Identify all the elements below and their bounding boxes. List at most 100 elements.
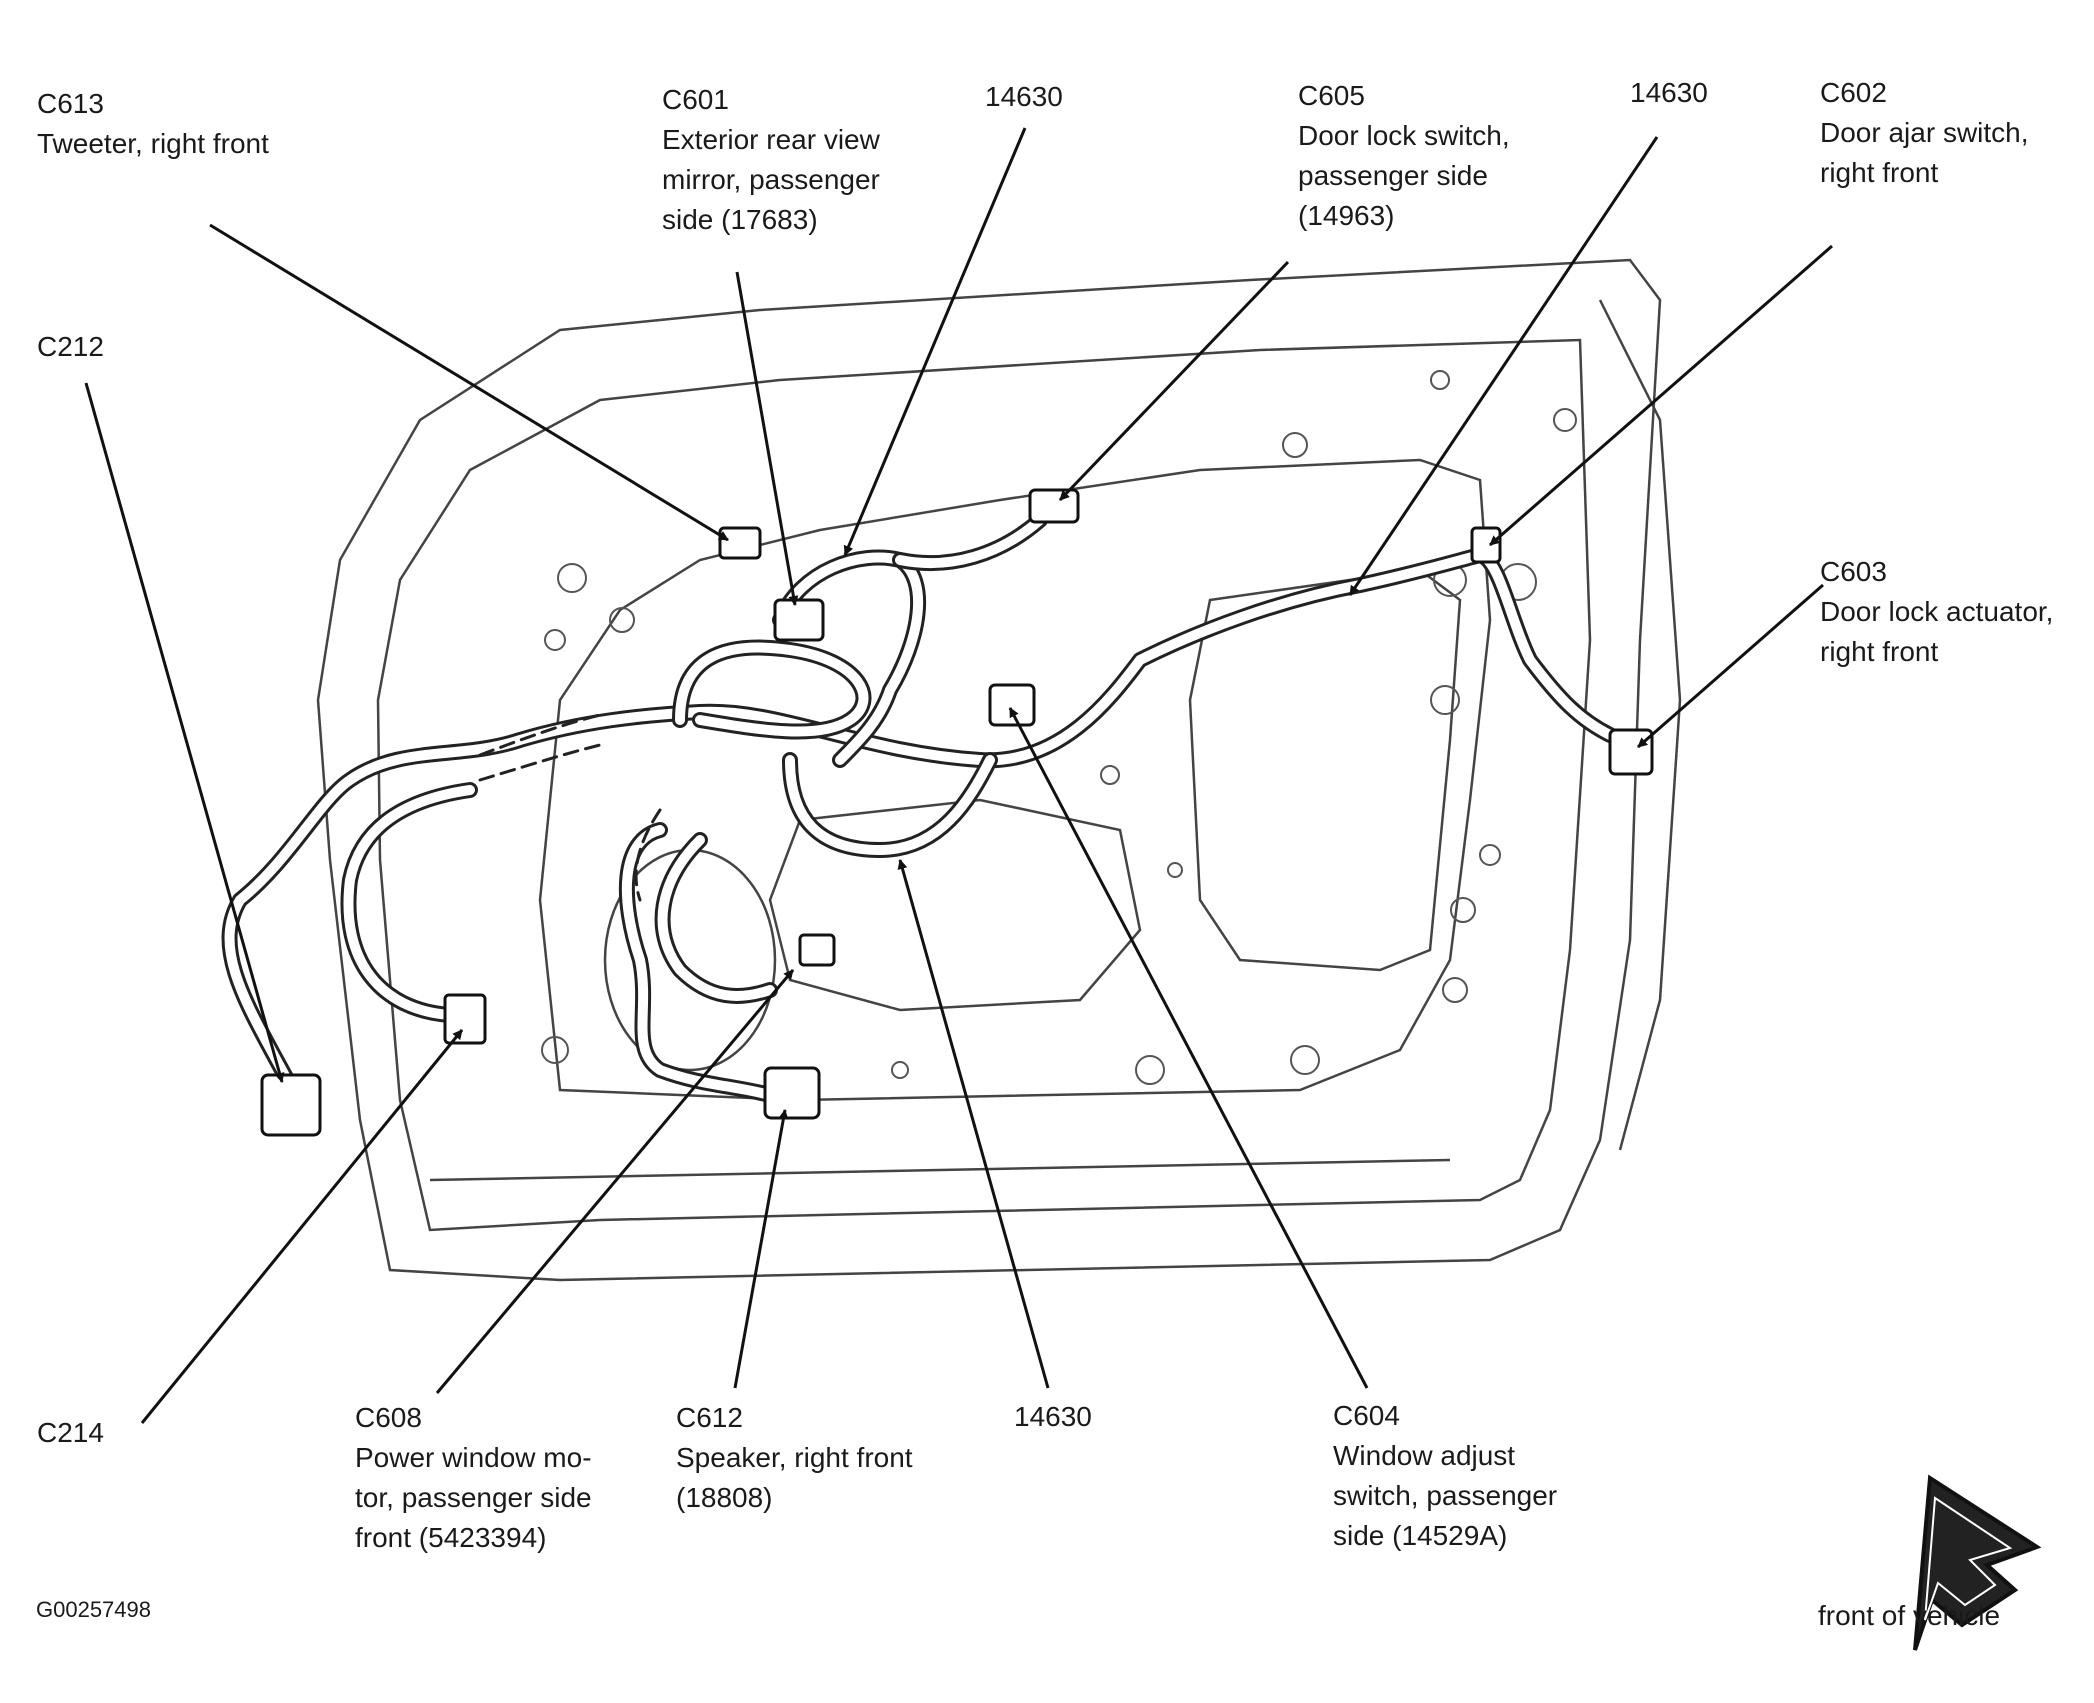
harness-upper-loop-core [775,552,924,765]
callout-h3: 14630 [1014,1397,1092,1437]
callout-text: side (17683) [662,204,818,235]
harness-c605-branch-core [895,515,1045,568]
callout-code: 14630 [1630,77,1708,108]
leader-c605 [1058,260,1290,502]
callout-code: C601 [662,84,729,115]
callout-text: Door lock switch, [1298,120,1510,151]
leader-c212 [84,382,285,1083]
connector-c613 [718,526,762,560]
callout-code: C613 [37,88,104,119]
leader-h3 [897,859,1050,1389]
connector-c612 [763,1066,821,1120]
callout-code: C612 [676,1402,743,1433]
hole [1282,432,1308,458]
hole [1479,844,1501,866]
connector-c603 [1608,728,1654,776]
harness-lower-loop-core [785,755,995,855]
callout-text: mirror, passenger [662,164,880,195]
hole [1430,370,1450,390]
callout-text: passenger side [1298,160,1488,191]
leader-c608 [435,969,795,1394]
callout-text: (18808) [676,1482,773,1513]
connector-c601 [773,598,825,642]
callout-code: 14630 [1014,1401,1092,1432]
front-of-vehicle-arrow-icon [1913,1474,2042,1651]
leader-c601 [735,271,799,606]
leader-c603 [1637,583,1824,749]
harness-speaker-branch-core [621,825,775,1100]
callout-text: Speaker, right front [676,1442,913,1473]
hole [544,629,566,651]
harness-main-core [224,550,1485,1090]
harness-c602-c603-branch-core [1475,550,1615,740]
callout-code: C602 [1820,77,1887,108]
direction-arrow-inner [1924,1496,2013,1621]
leader-c602 [1489,244,1833,547]
wiring-harness [221,512,1618,1103]
leader-c604 [1008,707,1369,1389]
callout-text: right front [1820,157,1939,188]
mounting-holes [541,370,1577,1085]
hole [1100,765,1120,785]
connector-c214 [443,993,487,1045]
callout-c608: C608 Power window mo- tor, passenger sid… [355,1398,592,1558]
callout-text: (14963) [1298,200,1395,231]
callout-code: C212 [37,331,104,362]
callout-code: C604 [1333,1400,1400,1431]
hole [891,1061,909,1079]
callout-code: C214 [37,1417,104,1448]
speaker-cutout [768,798,1142,1012]
callout-c214: C214 [37,1413,104,1453]
callout-text: tor, passenger side [355,1482,592,1513]
door-panel [316,258,1682,1282]
leader-c613 [209,223,729,542]
callout-c601: C601 Exterior rear view mirror, passenge… [662,80,880,240]
callout-c212: C212 [37,327,104,367]
callout-text: Tweeter, right front [37,128,269,159]
hole [1442,977,1468,1003]
connector-c604 [988,683,1036,727]
callout-text: Window adjust [1333,1440,1516,1471]
callout-h1: 14630 [985,77,1063,117]
callout-text: side (14529A) [1333,1520,1508,1551]
leader-h2 [1348,136,1659,596]
callout-c612: C612 Speaker, right front (18808) [676,1398,913,1518]
hole [1553,408,1577,432]
hole [1135,1055,1165,1085]
leader-lines [84,127,1833,1424]
callout-c605: C605 Door lock switch, passenger side (1… [1298,76,1510,236]
connector-c212 [260,1073,322,1137]
callout-c604: C604 Window adjust switch, passenger sid… [1333,1396,1557,1556]
callout-code: C605 [1298,80,1365,111]
callout-code: C603 [1820,556,1887,587]
lower-edge-seal [429,1158,1451,1182]
callout-c602: C602 Door ajar switch, right front [1820,73,2029,193]
leader-h1 [843,127,1027,556]
leader-c214 [140,1029,464,1424]
hole [1430,685,1460,715]
callout-text: Power window mo- [355,1442,592,1473]
hole [1167,862,1183,878]
callout-text: right front [1820,636,1939,667]
front-edge-seal [1598,299,1682,1151]
front-of-vehicle-label: front of vehicle [1818,1600,2001,1631]
callout-code: 14630 [985,81,1063,112]
hole [541,1036,569,1064]
harness-c214-branch-core [343,785,475,1020]
door-outer-edge [316,258,1662,1282]
harness-c214-branch [340,782,478,1023]
callout-text: front (5423394) [355,1522,547,1553]
hole [1290,1045,1320,1075]
connector-c602 [1470,526,1502,564]
figure-id: G00257498 [36,1597,151,1622]
callout-text: Door lock actuator, [1820,596,2054,627]
callout-text: switch, passenger [1333,1480,1558,1511]
window-cutout [1188,568,1462,972]
hole [609,607,635,633]
callout-c603: C603 Door lock actuator, right front [1820,552,2053,672]
connector-c605 [1028,488,1080,524]
callout-text: Door ajar switch, [1820,117,2029,148]
callout-h2: 14630 [1630,73,1708,113]
callout-code: C608 [355,1402,422,1433]
